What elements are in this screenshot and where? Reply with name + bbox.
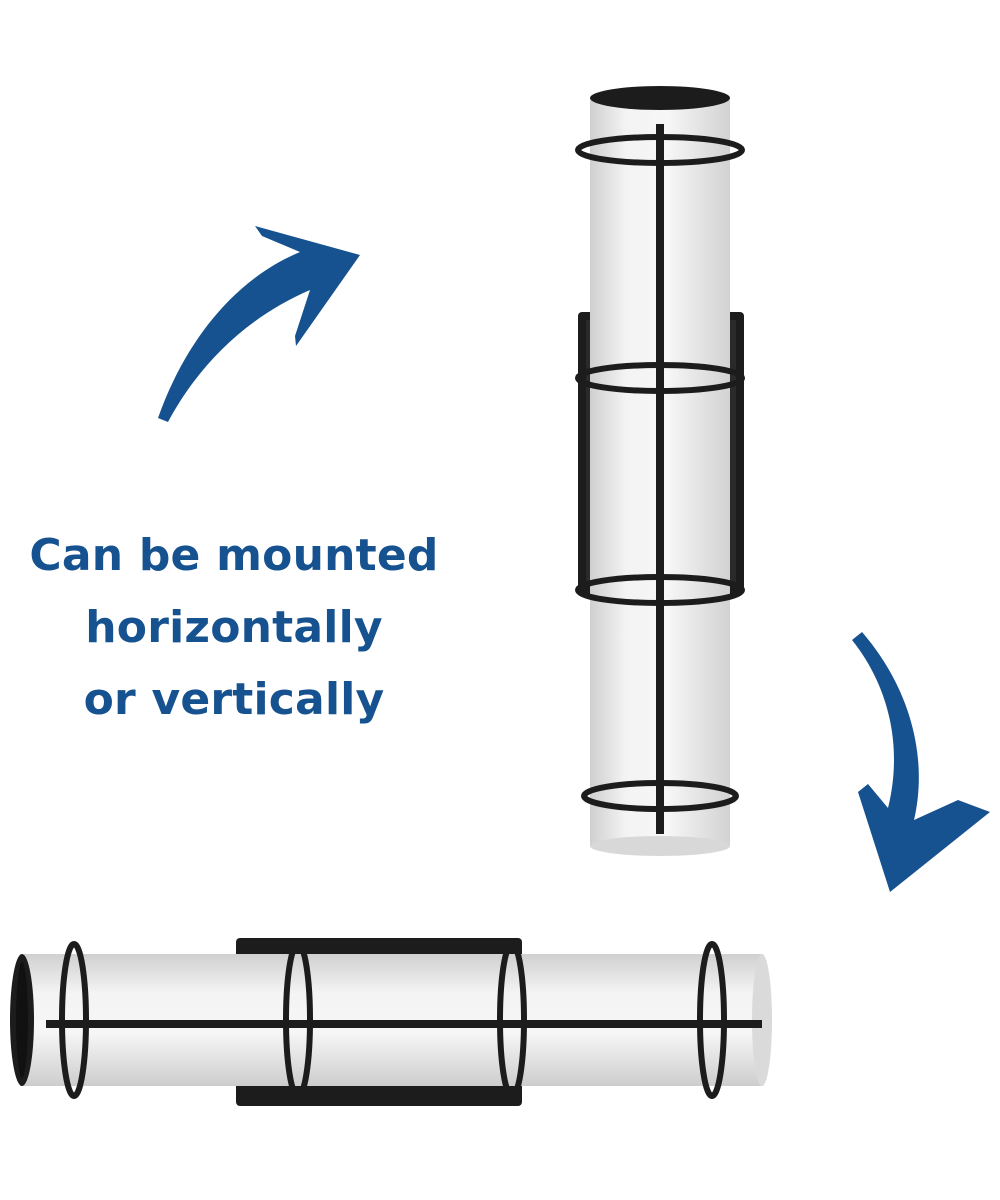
vertical-fixture	[575, 86, 745, 856]
caption-line-3: or vertically	[83, 674, 385, 725]
caption-line-1: Can be mounted	[29, 530, 439, 581]
curved-arrow-up-right-icon	[158, 226, 360, 422]
mounting-caption: Can be mounted horizontally or verticall…	[0, 520, 468, 736]
caption-line-2: horizontally	[85, 602, 383, 653]
horizontal-fixture	[10, 938, 772, 1106]
curved-arrow-down-right-icon	[852, 632, 990, 892]
